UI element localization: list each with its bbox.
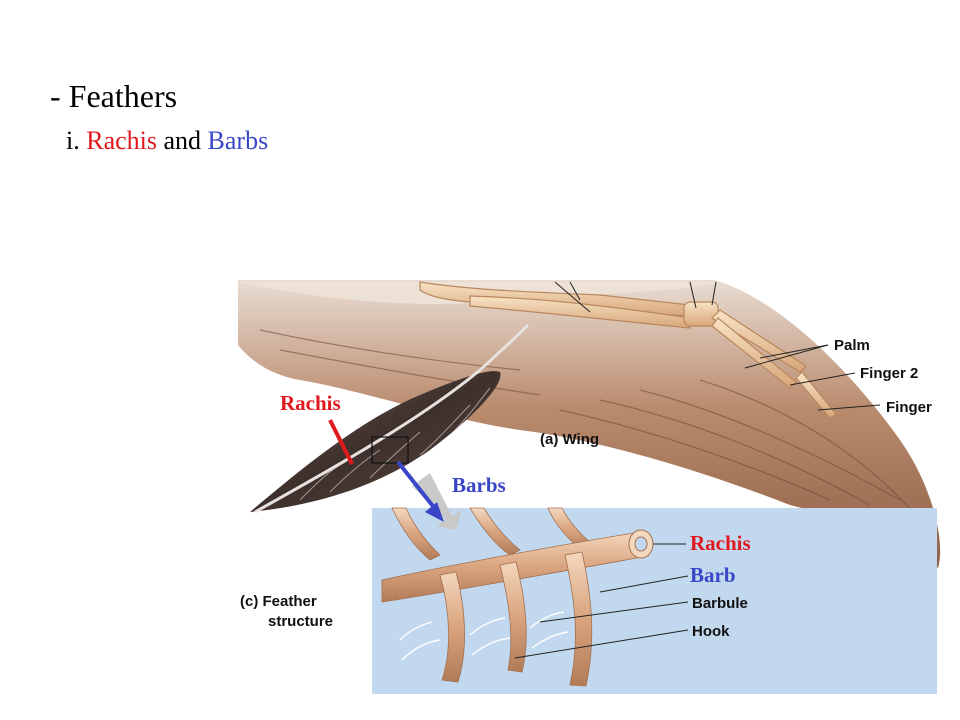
annotation-rachis-right: Rachis bbox=[690, 531, 751, 555]
caption-structure-line1: (c) Feather bbox=[240, 593, 317, 610]
feather-structure-panel: Barbule Hook bbox=[372, 507, 937, 694]
annotation-barb-right: Barb bbox=[690, 563, 736, 587]
caption-structure-line2: structure bbox=[268, 613, 333, 630]
label-barbule: Barbule bbox=[692, 595, 748, 612]
subtitle-and: and bbox=[163, 126, 202, 155]
barbs-arrow-shadow bbox=[412, 473, 462, 530]
annotation-rachis-left: Rachis bbox=[280, 391, 341, 415]
barbs-arrow-shaft bbox=[396, 460, 438, 512]
caption-wing: (a) Wing bbox=[540, 431, 599, 448]
label-palm: Palm bbox=[834, 337, 870, 354]
feather-illustration bbox=[250, 323, 530, 514]
slide-title: - Feathers bbox=[50, 78, 178, 114]
subtitle-prefix: i. bbox=[66, 126, 80, 155]
rachis-pointer-line bbox=[328, 419, 354, 465]
subtitle-barbs: Barbs bbox=[207, 126, 269, 155]
annotation-barbs: Barbs bbox=[452, 473, 506, 497]
wing-illustration: Palm Finger 2 Finger (a) Wing bbox=[238, 280, 941, 568]
label-finger-2: Finger 2 bbox=[860, 365, 918, 382]
subtitle-rachis: Rachis bbox=[86, 126, 157, 155]
label-hook: Hook bbox=[692, 623, 730, 640]
wing-bones bbox=[419, 281, 837, 419]
label-finger: Finger bbox=[886, 399, 932, 416]
zoom-box bbox=[371, 436, 409, 464]
slide-subtitle: i. Rachis and Barbs bbox=[66, 126, 268, 156]
barbs-arrow-head bbox=[425, 502, 444, 522]
